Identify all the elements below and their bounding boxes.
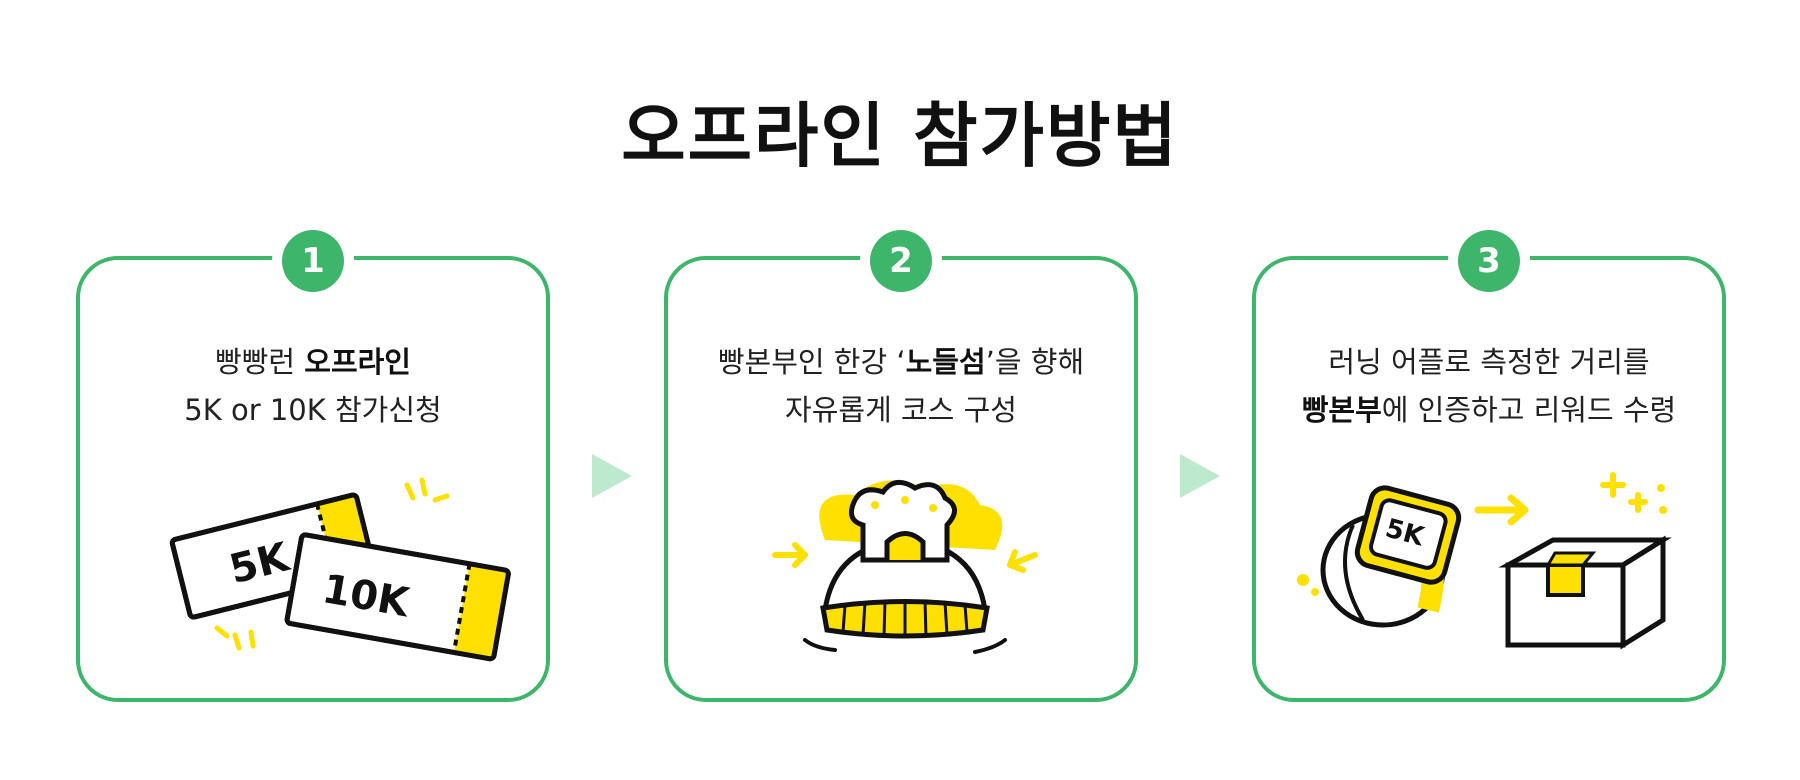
watch-and-reward-box-illustration: 5K — [1297, 472, 1672, 650]
step-number-badge: 3 — [1458, 230, 1520, 292]
step-description-line-2: 자유롭게 코스 구성 — [785, 393, 1017, 427]
step-card-1: 1 빵빵런 오프라인 5K or 10K 참가신청 5K 10K — [76, 230, 550, 702]
step-number-badge: 2 — [870, 230, 932, 292]
step-description-line-1: 빵빵런 오프라인 — [215, 345, 411, 379]
step-description: 빵본부인 한강 ‘노들섬’을 향해 자유롭게 코스 구성 — [668, 338, 1134, 434]
tickets-illustration: 5K 10K — [169, 477, 511, 662]
step-description-line-2: 5K or 10K 참가신청 — [184, 393, 442, 427]
step-number-badge: 1 — [282, 230, 344, 292]
nodeul-island-illustration — [772, 479, 1038, 654]
arrow-right-icon — [592, 454, 632, 498]
step-description: 빵빵런 오프라인 5K or 10K 참가신청 — [80, 338, 546, 434]
step-card-3: 3 러닝 어플로 측정한 거리를 빵본부에 인증하고 리워드 수령 5K — [1252, 230, 1726, 702]
step-card-2: 2 빵본부인 한강 ‘노들섬’을 향해 자유롭게 코스 구성 — [664, 230, 1138, 702]
page-title: 오프라인 참가방법 — [621, 95, 1179, 177]
step-description-line-2: 빵본부에 인증하고 리워드 수령 — [1301, 393, 1677, 427]
step-description: 러닝 어플로 측정한 거리를 빵본부에 인증하고 리워드 수령 — [1256, 338, 1722, 434]
arrow-right-icon — [1180, 454, 1220, 498]
step-description-line-1: 러닝 어플로 측정한 거리를 — [1328, 345, 1650, 379]
step-description-line-1: 빵본부인 한강 ‘노들섬’을 향해 — [717, 345, 1085, 379]
